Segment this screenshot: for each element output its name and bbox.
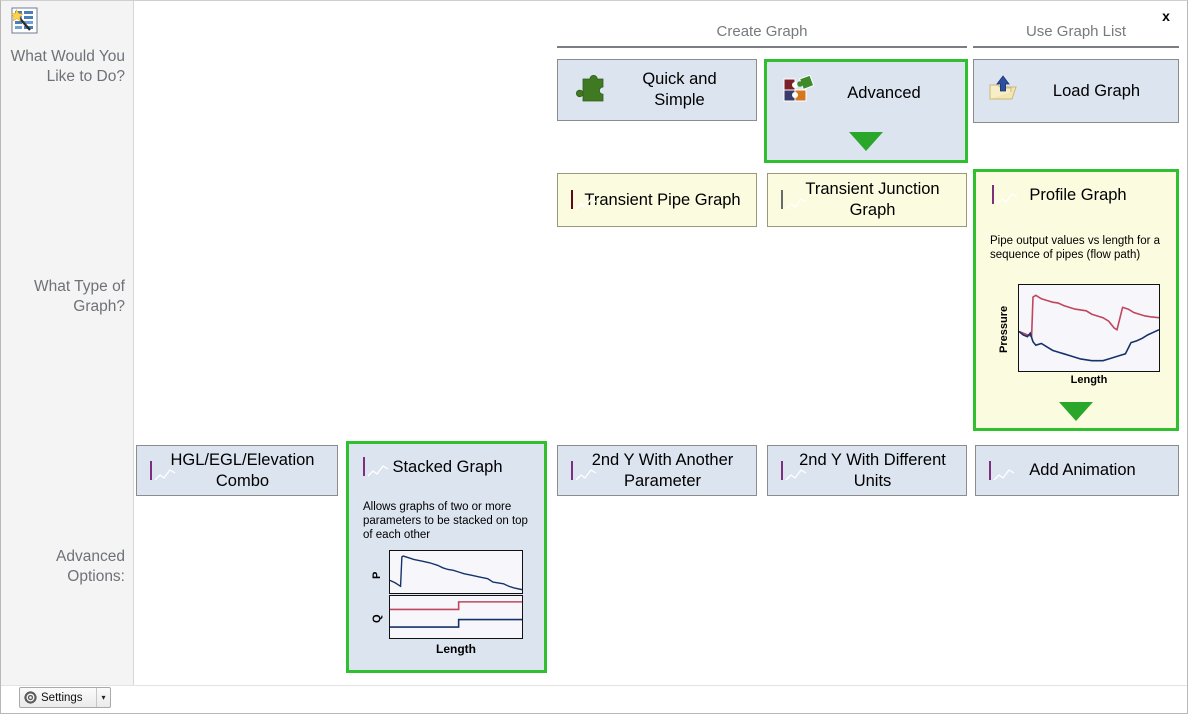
stacked-graph-panel[interactable]: Stacked Graph Allows graphs of two or mo… [346,441,547,673]
transient-pipe-graph-button[interactable]: Transient Pipe Graph [557,173,757,227]
chart-icon-purple [989,460,1015,480]
profile-graph-description: Pipe output values vs length for a seque… [990,235,1161,261]
sidebar-label-what-would-you-like-to-do: What Would You Like to Do? [10,48,125,85]
add-animation-button[interactable]: Add Animation [975,445,1179,496]
transient-junction-graph-label: Transient Junction Graph [805,180,940,219]
chart-icon-dark-red [571,190,597,210]
advanced-panel-header: Advanced [767,62,965,124]
second-y-another-parameter-label: 2nd Y With Another Parameter [591,450,734,490]
profile-graph-xlabel: Length [1070,374,1108,386]
arrow-down-green-icon[interactable] [1059,402,1093,421]
stacked-graph-description: Allows graphs of two or more parameters … [363,501,528,541]
profile-graph-plot [1018,284,1160,372]
chart-icon-purple [571,460,597,480]
profile-graph-panel[interactable]: Profile Graph Pipe output values vs leng… [973,169,1179,431]
group-header-create-graph: Create Graph [716,23,808,40]
stacked-graph-plot-top [389,550,523,594]
load-graph-label: Load Graph [1052,81,1141,100]
sidebar-label-what-type-of-graph: What Type of Graph? [33,278,125,315]
quick-and-simple-label: Quick and Simple [642,70,717,109]
open-folder-up-arrow-icon [987,73,1019,110]
profile-graph-header: Profile Graph [976,172,1176,218]
group-rule-use-graph-list [973,46,1179,48]
stacked-graph-plot-bottom [389,595,523,639]
gear-icon [24,691,37,704]
chart-icon-grey [781,190,807,210]
profile-graph-preview: Pressure Length [998,284,1168,390]
graph-wizard-icon [9,6,39,36]
quick-and-simple-button[interactable]: Quick and Simple [557,59,757,121]
chevron-down-icon[interactable]: ▾ [96,688,110,707]
transient-pipe-graph-label: Transient Pipe Graph [584,190,741,209]
advanced-panel-label: Advanced [847,83,921,102]
group-header-use-graph-list: Use Graph List [1025,23,1127,40]
add-animation-label: Add Animation [1029,461,1136,479]
stacked-graph-xlabel: Length [436,642,476,656]
settings-button[interactable]: Settings ▾ [19,687,111,708]
advanced-panel[interactable]: Advanced [764,59,968,163]
stacked-graph-preview: P Q Length [369,550,539,660]
hgl-egl-elevation-combo-button[interactable]: HGL/EGL/Elevation Combo [136,445,338,496]
transient-junction-graph-button[interactable]: Transient Junction Graph [767,173,967,227]
stacked-graph-ylabel-top: P [371,571,383,579]
chart-icon-purple [992,185,1018,205]
stacked-graph-label: Stacked Graph [392,457,503,476]
close-icon[interactable]: x [1162,8,1170,24]
profile-graph-label: Profile Graph [1029,185,1127,204]
sidebar: What Would You Like to Do? What Type of … [1,1,134,685]
chart-icon-purple [781,460,807,480]
hgl-egl-elevation-combo-label: HGL/EGL/Elevation Combo [170,450,315,490]
stacked-graph-header: Stacked Graph [349,444,544,490]
chart-icon-purple [363,457,389,477]
load-graph-button[interactable]: Load Graph [973,59,1179,123]
stacked-graph-ylabel-bottom: Q [371,614,383,624]
settings-button-label: Settings [41,691,83,704]
puzzle-pieces-multicolor-icon [781,74,817,112]
second-y-another-parameter-button[interactable]: 2nd Y With Another Parameter [557,445,757,496]
second-y-different-units-label: 2nd Y With Different Units [799,450,946,490]
chart-icon-purple [150,460,176,480]
group-rule-create-graph [557,46,967,48]
puzzle-piece-green-icon [571,71,607,110]
second-y-different-units-button[interactable]: 2nd Y With Different Units [767,445,967,496]
bottom-status-strip [1,685,1187,713]
sidebar-label-advanced-options: Advanced Options: [56,548,125,585]
arrow-down-green-icon[interactable] [849,132,883,151]
profile-graph-ylabel: Pressure [998,305,1010,353]
